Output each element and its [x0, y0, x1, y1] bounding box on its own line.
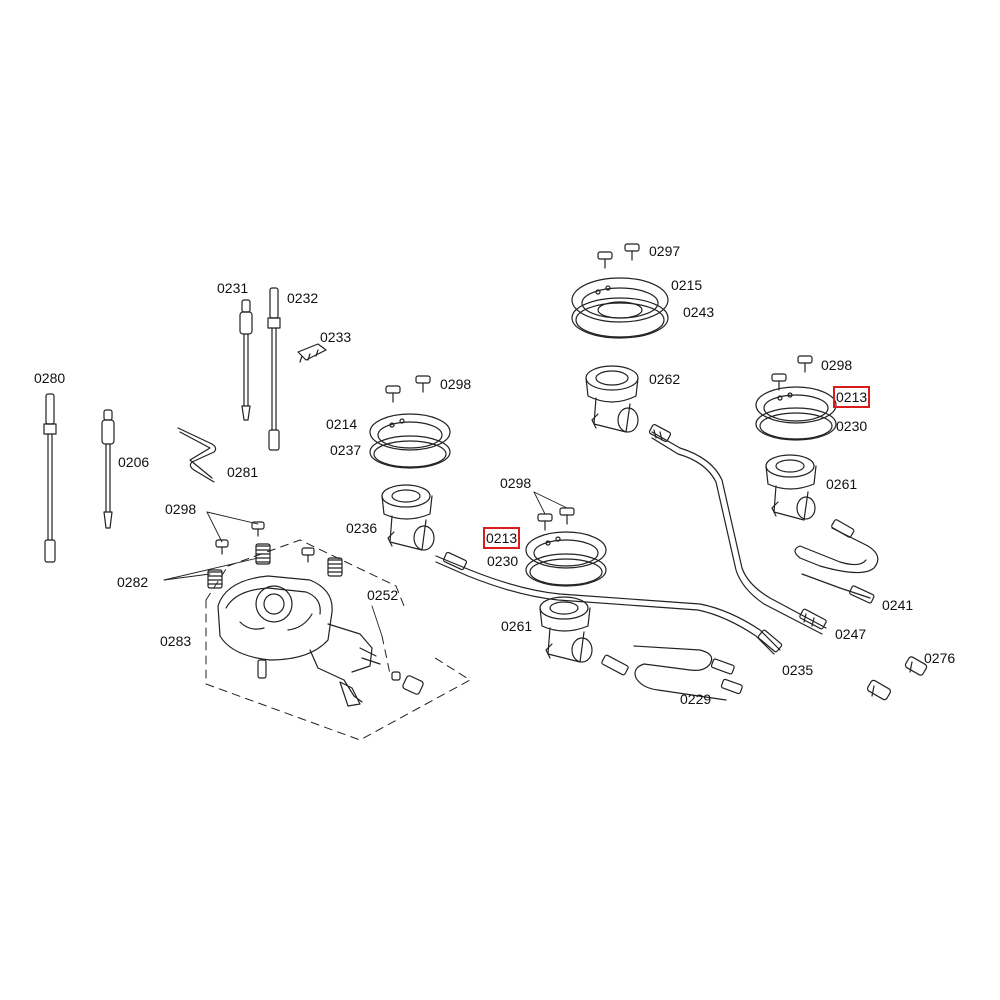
- pipe-fitting-0235-b: [757, 629, 783, 653]
- thermocouple-0232: [267, 287, 281, 451]
- label-0213-right: 0213: [832, 386, 871, 408]
- gasket-0237: [369, 435, 451, 469]
- label-0230-center: 0230: [487, 553, 519, 569]
- thermocouple-loop-0229: [601, 645, 743, 701]
- label-0262: 0262: [649, 371, 681, 387]
- pipe-fitting-0235-a: [442, 551, 468, 571]
- valve-dashed-outline: [205, 539, 471, 741]
- nozzle-0276-a: [904, 656, 928, 676]
- nozzle-0276-b: [866, 679, 892, 701]
- label-0280: 0280: [34, 370, 66, 386]
- gasket-ring-0243: [571, 297, 669, 339]
- thermocouple-0280: [43, 393, 57, 563]
- label-0261-center: 0261: [501, 618, 533, 634]
- label-0229: 0229: [680, 691, 712, 707]
- gas-pipe-0235: [435, 555, 781, 651]
- gasket-0230-right: [755, 407, 837, 441]
- gas-pipe-0247-inner: [651, 437, 823, 635]
- label-0261-right: 0261: [826, 476, 858, 492]
- screw-0298-center-a: [537, 513, 553, 531]
- screw-0298-left-c: [301, 547, 315, 563]
- burner-base-0236: [381, 484, 435, 551]
- label-0237: 0237: [330, 442, 362, 458]
- label-0247: 0247: [835, 626, 867, 642]
- pipe-fitting-0247-b: [799, 608, 827, 630]
- screw-0298-center-b: [559, 507, 575, 525]
- screw-0298-right-b: [797, 355, 813, 373]
- label-0214: 0214: [326, 416, 358, 432]
- burner-base-0261-right: [765, 454, 817, 521]
- pipe-fitting-0247-a: [648, 423, 672, 443]
- gas-pipe-0235-inner: [435, 561, 775, 655]
- screw-0298-upper-b: [415, 375, 431, 393]
- label-0298-upper: 0298: [440, 376, 472, 392]
- burner-ring-0213-center: [525, 531, 607, 569]
- label-0230-right: 0230: [836, 418, 868, 434]
- label-0282: 0282: [117, 574, 149, 590]
- clip-0233: [297, 343, 327, 363]
- screw-0297-b: [624, 243, 640, 261]
- electrode-0206: [101, 409, 115, 529]
- label-0233: 0233: [320, 329, 352, 345]
- burner-base-0261-center: [539, 596, 593, 663]
- label-0283: 0283: [160, 633, 192, 649]
- gas-pipe-0247: [651, 431, 827, 629]
- spring-0282-c: [327, 557, 343, 577]
- label-0276: 0276: [924, 650, 956, 666]
- burner-base-0262: [585, 365, 639, 433]
- label-0243: 0243: [683, 304, 715, 320]
- burner-ring-0214: [369, 413, 451, 451]
- screw-0298-left-a: [251, 521, 265, 537]
- label-0281: 0281: [227, 464, 259, 480]
- electrode-0231: [239, 299, 253, 421]
- label-0252: 0252: [367, 587, 399, 603]
- label-0236: 0236: [346, 520, 378, 536]
- label-0213-center: 0213: [482, 527, 521, 549]
- spring-0282-a: [255, 543, 271, 565]
- label-0298-right: 0298: [821, 357, 853, 373]
- screw-0298-upper-a: [385, 385, 401, 403]
- screw-0298-left-b: [215, 539, 229, 555]
- gasket-0230-center: [525, 553, 607, 587]
- label-0298-center: 0298: [500, 475, 532, 491]
- spring-0282-b: [207, 569, 223, 589]
- thermocouple-loop-0241: [794, 519, 879, 604]
- screw-0297-a: [597, 251, 613, 269]
- label-0206: 0206: [118, 454, 150, 470]
- label-0297: 0297: [649, 243, 681, 259]
- label-0298-left: 0298: [165, 501, 197, 517]
- wire-0281: [177, 427, 217, 483]
- valve-body-0283: [217, 575, 381, 707]
- burner-cap-0215: [571, 277, 669, 323]
- leader-lines: [163, 491, 568, 637]
- label-0241: 0241: [882, 597, 914, 613]
- label-0231: 0231: [217, 280, 249, 296]
- label-0232: 0232: [287, 290, 319, 306]
- label-0215: 0215: [671, 277, 703, 293]
- label-0235: 0235: [782, 662, 814, 678]
- nozzle-0252: [391, 671, 424, 695]
- burner-ring-0213-right: [755, 386, 837, 424]
